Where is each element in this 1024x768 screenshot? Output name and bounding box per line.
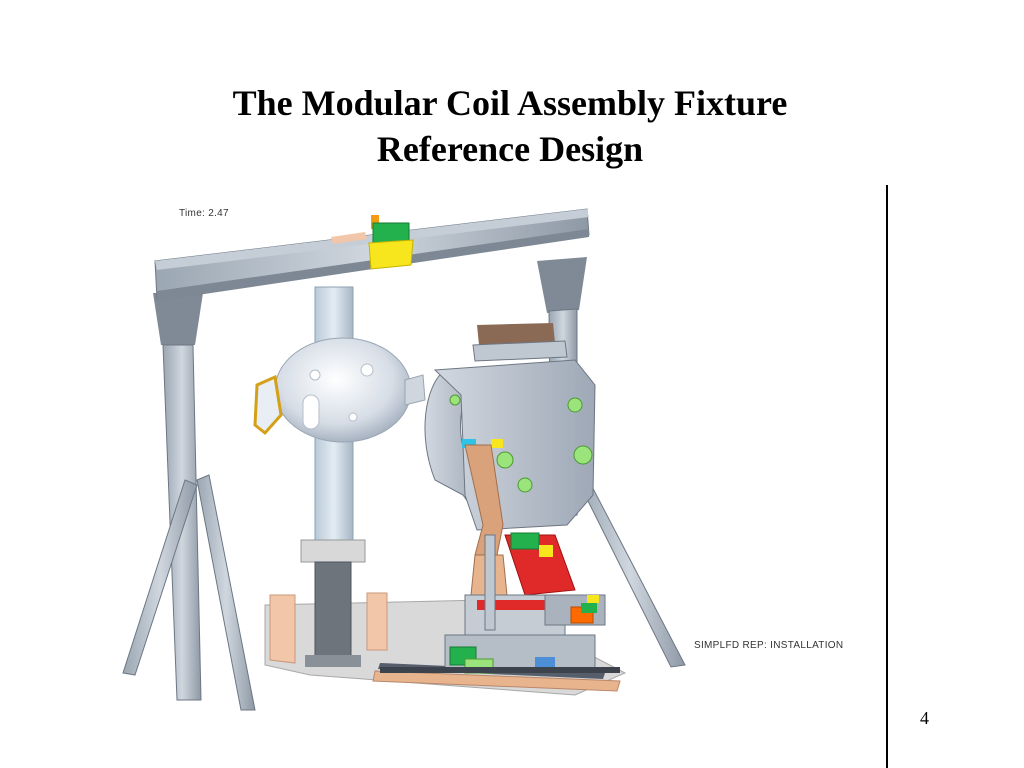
divider-line [886,185,888,768]
slide-title: The Modular Coil Assembly Fixture Refere… [150,80,870,172]
time-label: Time: 2.47 [179,208,229,219]
title-line-2: Reference Design [376,129,644,169]
figure-caption: SIMPLFD REP: INSTALLATION [694,640,843,651]
left-frame-leg [122,293,256,711]
vacuum-vessel [253,337,426,443]
page-number: 4 [920,708,929,728]
title-line-1: The Modular Coil Assembly Fixture [232,83,788,123]
carriage [380,634,620,674]
coil-support-strap [464,444,508,596]
fixture-rendering: Time: 2.47 [105,195,865,725]
tilt-fixture [464,532,606,636]
beam-trolley [368,215,414,270]
